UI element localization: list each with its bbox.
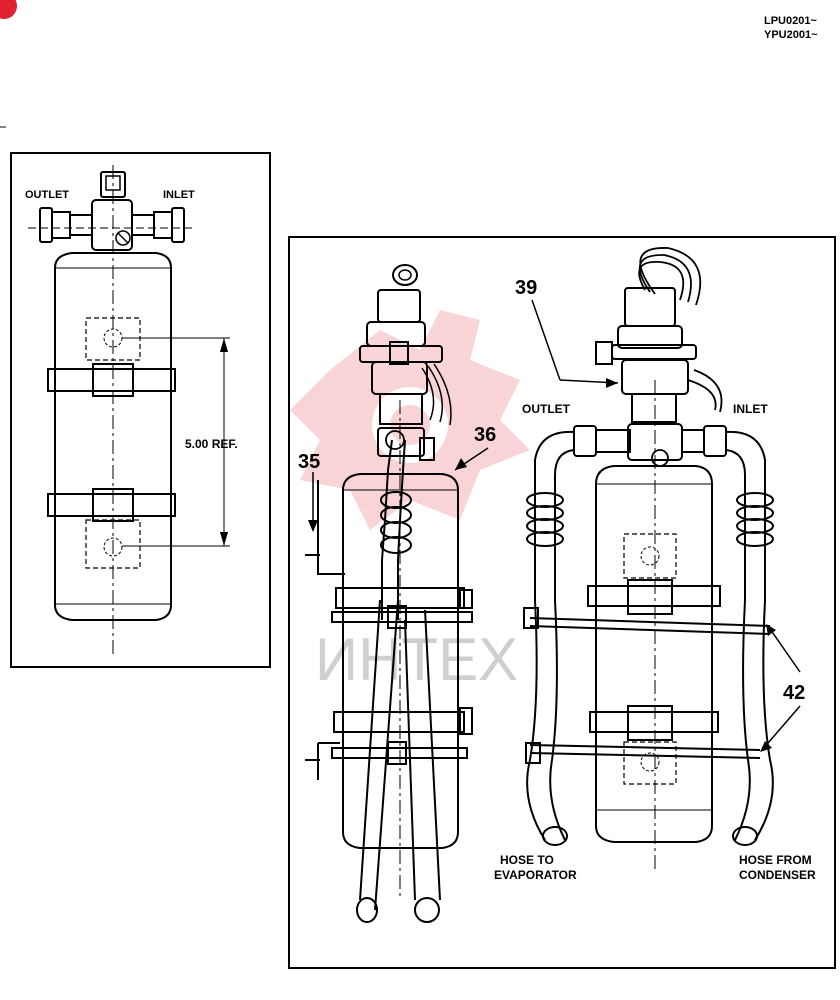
right-inlet-label: INLET (733, 402, 768, 416)
right-outlet-label: OUTLET (522, 402, 571, 416)
callout-42: 42 (783, 682, 805, 704)
callout-36: 36 (474, 424, 496, 446)
dimension-label: 5.00 REF. (185, 437, 238, 451)
left-outlet-label: OUTLET (25, 189, 69, 201)
hose-evaporator-label-line2: EVAPORATOR (494, 868, 577, 882)
hose-evaporator-label-line1: HOSE TO (500, 853, 554, 867)
corner-badge (0, 0, 17, 19)
model-number-2: YPU2001~ (764, 29, 818, 41)
watermark-text: ИНТЕХ (315, 626, 518, 693)
left-inlet-label: INLET (163, 189, 195, 201)
hose-condenser-label-line1: HOSE FROM (739, 853, 812, 867)
model-number-1: LPU0201~ (764, 15, 817, 27)
callout-39: 39 (515, 277, 537, 299)
right-figure (288, 236, 836, 969)
left-figure: OUTLET INLET 5.00 REF. (10, 152, 271, 668)
callout-35: 35 (298, 451, 320, 473)
hose-condenser-label-line2: CONDENSER (739, 868, 816, 882)
